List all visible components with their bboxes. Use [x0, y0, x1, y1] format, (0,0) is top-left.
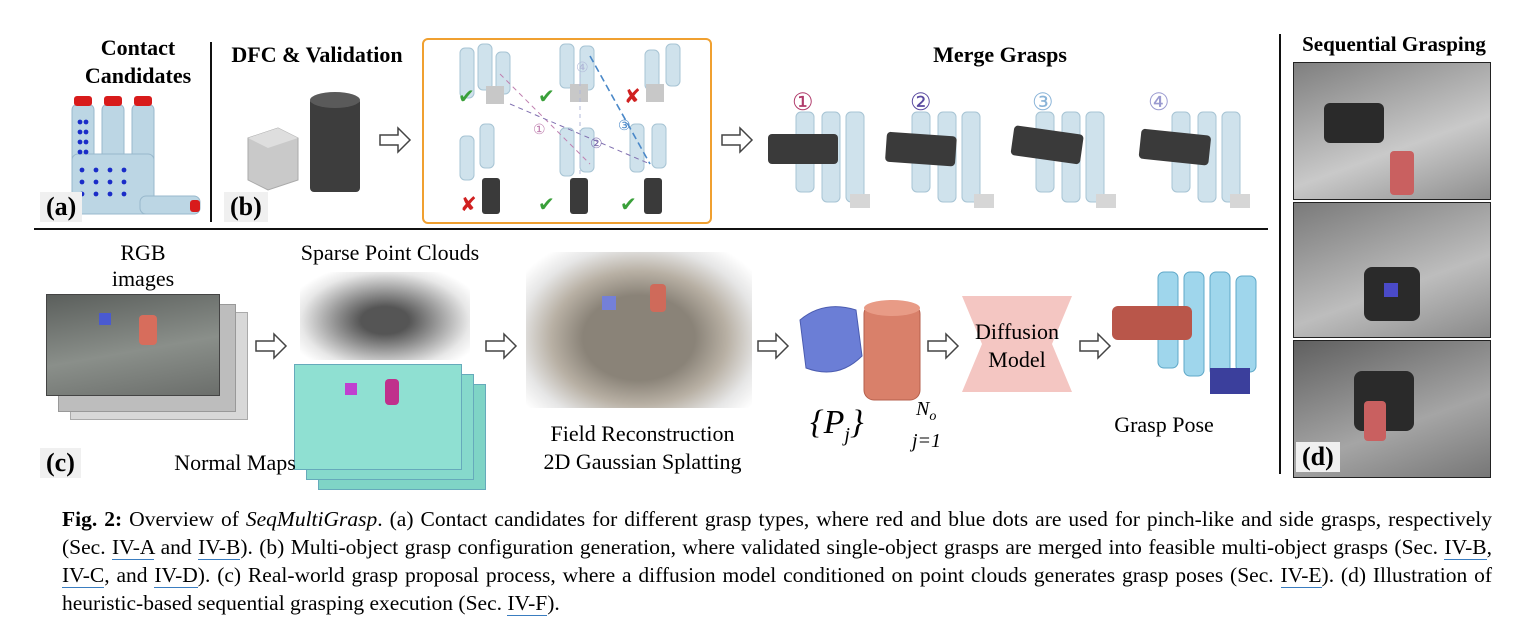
- caption-text: . (a) Contact candidates for different g…: [62, 507, 1492, 559]
- caption-section-link[interactable]: IV-C: [62, 563, 105, 588]
- field-reconstruction-label: Field Reconstruction 2D Gaussian Splatti…: [520, 420, 765, 476]
- sequential-photo-1: [1293, 62, 1491, 200]
- merged-grasps-illustration: [768, 111, 1250, 208]
- panel-tag-c: (c): [40, 448, 81, 478]
- diffusion-model-label: Diffusion Model: [962, 318, 1072, 374]
- check-icon: ✔: [620, 194, 637, 216]
- caption-section-link[interactable]: IV-A: [112, 535, 155, 560]
- divider: [210, 42, 212, 222]
- merge-label-4: ④: [1148, 90, 1170, 116]
- figure-caption: Fig. 2: Overview of SeqMultiGrasp. (a) C…: [62, 505, 1492, 617]
- check-icon: ✔: [538, 194, 555, 216]
- photo-cube: [99, 313, 111, 325]
- svg-text:③: ③: [618, 119, 631, 134]
- photo-cylinder: [139, 315, 157, 345]
- label-line: 2D Gaussian Splatting: [543, 449, 742, 474]
- caption-method-name: SeqMultiGrasp: [245, 507, 378, 531]
- caption-section-link[interactable]: IV-D: [154, 563, 198, 588]
- caption-fig-label: Fig. 2:: [62, 507, 123, 531]
- title-line: Contact: [100, 35, 176, 60]
- field-reconstruction-render: [526, 252, 752, 408]
- sequential-grasping-title: Sequential Grasping: [1302, 32, 1486, 56]
- arrow-right-icon: [485, 332, 518, 360]
- cross-icon: ✘: [624, 86, 641, 108]
- caption-section-link[interactable]: IV-B: [198, 535, 241, 560]
- label-line: images: [111, 266, 175, 291]
- render-cube: [602, 296, 616, 310]
- arrow-right-icon: [927, 332, 960, 360]
- panel-tag-d: (d): [1296, 442, 1340, 472]
- formula-main: {P: [810, 404, 845, 441]
- arrow-right-icon: [255, 332, 288, 360]
- check-icon: ✔: [458, 86, 475, 108]
- panel-tag-a: (a): [40, 192, 83, 222]
- contact-candidates-title: Contact Candidates: [78, 34, 198, 90]
- caption-section-link[interactable]: IV-E: [1280, 563, 1322, 588]
- arrow-right-icon: [379, 126, 412, 154]
- caption-text: and: [154, 535, 199, 559]
- objects-cube-cylinder: [247, 92, 360, 192]
- caption-text: , and: [104, 563, 155, 587]
- caption-text: Overview of: [122, 507, 246, 531]
- normal-cylinder: [385, 379, 399, 405]
- label-line: Field Reconstruction: [550, 421, 735, 446]
- arrow-right-icon: [721, 126, 754, 154]
- rgb-image: [46, 294, 220, 396]
- caption-section-link[interactable]: IV-F: [507, 591, 548, 616]
- formula-sub: j: [844, 423, 850, 446]
- photo-hand: [1324, 103, 1384, 143]
- merge-label-1: ①: [792, 90, 814, 116]
- sparse-point-cloud: [300, 272, 470, 360]
- svg-text:④: ④: [576, 61, 589, 76]
- normal-cube: [345, 383, 357, 395]
- caption-text: ). (d) Illustration of heuristic-based s…: [62, 563, 1492, 615]
- photo-cylinder: [1364, 401, 1386, 441]
- arrow-right-icon: [1079, 332, 1112, 360]
- photo-cube: [1384, 283, 1398, 297]
- label-line: RGB: [120, 240, 166, 265]
- render-cylinder: [650, 284, 666, 312]
- label-line: Model: [988, 347, 1046, 372]
- svg-text:①: ①: [533, 123, 546, 138]
- merge-grasps-title: Merge Grasps: [933, 42, 1067, 67]
- caption-text: ,: [1486, 535, 1493, 559]
- caption-text: ). (b) Multi-object grasp configuration …: [240, 535, 1445, 559]
- divider: [1279, 34, 1281, 474]
- rgb-images-label: RGB images: [88, 240, 198, 292]
- diffusion-model-box: [962, 296, 1072, 392]
- sequential-photo-3: [1293, 340, 1491, 478]
- grasp-pose-render: [1112, 271, 1257, 394]
- check-icon: ✔: [538, 86, 555, 108]
- caption-section-link[interactable]: IV-B: [1444, 535, 1487, 560]
- arrow-right-icon: [757, 332, 790, 360]
- title-line: Candidates: [84, 63, 192, 88]
- sparse-point-clouds-label: Sparse Point Clouds: [300, 240, 480, 265]
- normal-map: [294, 364, 462, 470]
- contact-hand-illustration: [71, 96, 201, 215]
- photo-cylinder: [1390, 151, 1414, 195]
- formula-close: }: [849, 404, 864, 441]
- formula-sup-main: N: [916, 398, 930, 420]
- panel-tag-b: (b): [224, 192, 268, 222]
- sequential-photo-2: [1293, 202, 1491, 338]
- row-divider: [34, 228, 1268, 230]
- grasp-pose-label: Grasp Pose: [1114, 412, 1214, 437]
- segmented-objects: [799, 300, 921, 401]
- normal-maps-label: Normal Maps: [174, 450, 296, 475]
- svg-text:②: ②: [590, 137, 603, 152]
- caption-text: ).: [547, 591, 560, 615]
- validation-grasps-illustration: ① ② ③ ④: [459, 43, 681, 214]
- dfc-validation-title: DFC & Validation: [231, 42, 403, 67]
- formula-sup-sub: o: [929, 409, 937, 424]
- formula-sup: No: [916, 398, 936, 425]
- point-set-formula: {Pj} No j=1: [810, 398, 941, 452]
- formula-low: j=1: [912, 430, 942, 452]
- label-line: Diffusion: [975, 319, 1059, 344]
- merge-label-3: ③: [1032, 90, 1054, 116]
- caption-text: ). (c) Real-world grasp proposal process…: [197, 563, 1281, 587]
- cross-icon: ✘: [460, 194, 477, 216]
- merge-label-2: ②: [910, 90, 932, 116]
- validation-panel: [422, 38, 712, 224]
